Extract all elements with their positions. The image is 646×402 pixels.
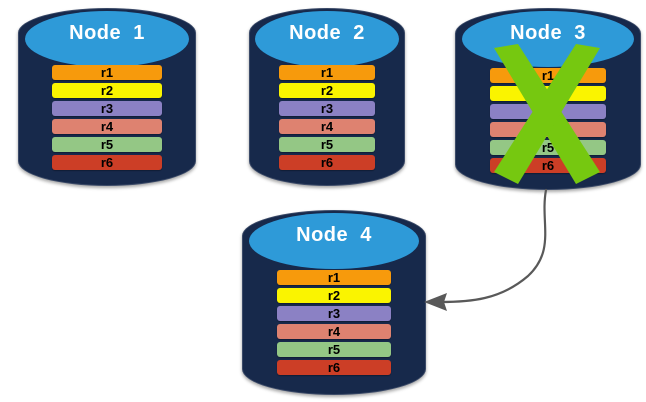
node-2-row-r6[interactable]: r6 — [278, 155, 376, 170]
node-3-row-r2[interactable]: r2 — [490, 86, 606, 101]
node-1-cylinder-top — [25, 11, 189, 67]
node-4[interactable]: Node 4 r1 r2 r3 r4 r5 r6 — [242, 210, 426, 395]
node-2-row-r2[interactable]: r2 — [278, 83, 376, 98]
node-4-row-r6[interactable]: r6 — [276, 360, 392, 375]
node-1-row-r4[interactable]: r4 — [51, 119, 163, 134]
node-1[interactable]: Node 1 r1 r2 r3 r4 r5 r6 — [18, 8, 196, 186]
node-2[interactable]: Node 2 r1 r2 r3 r4 r5 r6 — [249, 8, 405, 186]
node-4-row-r4[interactable]: r4 — [276, 324, 392, 339]
node-2-row-r1[interactable]: r1 — [278, 65, 376, 80]
node-2-row-r3[interactable]: r3 — [278, 101, 376, 116]
node-4-row-r1[interactable]: r1 — [276, 270, 392, 285]
node-3-row-r6[interactable]: r6 — [490, 158, 606, 173]
node-3[interactable]: Node 3 r1 r2 r3 r4 r5 r6 — [455, 8, 641, 190]
node-3-row-r4[interactable]: r4 — [490, 122, 606, 137]
node-4-row-r2[interactable]: r2 — [276, 288, 392, 303]
node-1-row-r6[interactable]: r6 — [51, 155, 163, 170]
node-2-title: Node 2 — [289, 22, 365, 44]
node-3-title: Node 3 — [510, 22, 586, 44]
node-1-row-list: r1 r2 r3 r4 r5 r6 — [51, 65, 163, 170]
node-1-row-r5[interactable]: r5 — [51, 137, 163, 152]
node-4-row-r3[interactable]: r3 — [276, 306, 392, 321]
node-3-row-r5[interactable]: r5 — [490, 140, 606, 155]
node-4-row-r5[interactable]: r5 — [276, 342, 392, 357]
node-2-row-list: r1 r2 r3 r4 r5 r6 — [278, 65, 376, 170]
node-3-row-r1[interactable]: r1 — [490, 68, 606, 83]
node-4-cylinder-top — [249, 213, 419, 269]
node-2-row-r5[interactable]: r5 — [278, 137, 376, 152]
node-1-row-r1[interactable]: r1 — [51, 65, 163, 80]
node-4-title: Node 4 — [296, 224, 372, 246]
node-1-row-r2[interactable]: r2 — [51, 83, 163, 98]
node-1-row-r3[interactable]: r3 — [51, 101, 163, 116]
node-2-cylinder-top — [255, 11, 399, 67]
curved-arrow-icon — [424, 188, 548, 311]
node-3-row-list: r1 r2 r3 r4 r5 r6 — [490, 68, 606, 173]
node-4-row-list: r1 r2 r3 r4 r5 r6 — [276, 270, 392, 375]
node-2-row-r4[interactable]: r4 — [278, 119, 376, 134]
node-3-row-r3[interactable]: r3 — [490, 104, 606, 119]
node-1-title: Node 1 — [69, 22, 145, 44]
